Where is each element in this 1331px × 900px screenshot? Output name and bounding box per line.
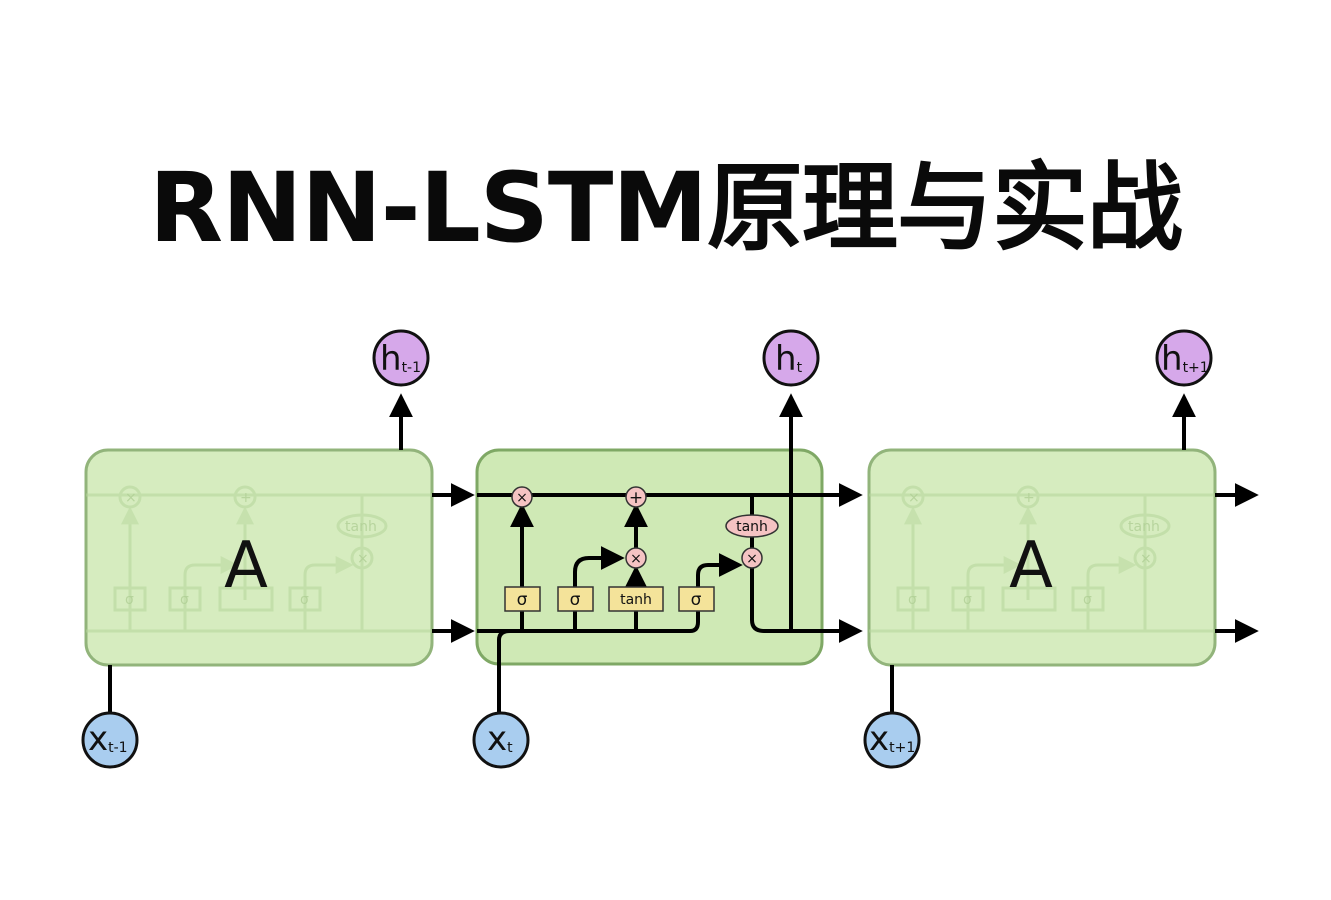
cell-right: × + tanh × σ σ σ A: [867, 448, 1217, 667]
input-multiply-node: [625, 547, 647, 569]
cell-right-label: A: [1009, 529, 1053, 603]
forget-gate-label: σ: [517, 590, 528, 610]
candidate-gate-box: [608, 586, 664, 612]
input-gate-label: σ: [570, 590, 581, 610]
ghost-sigma-4: σ: [300, 592, 309, 608]
output-multiply-symbol: ×: [746, 551, 758, 567]
output-gate-label: σ: [691, 590, 702, 610]
cell-left: × + tanh × σ σ σ A: [84, 448, 434, 667]
ghost-multiply-2: ×: [357, 551, 369, 567]
forget-multiply-symbol: ×: [516, 490, 528, 506]
output-hidden-line: [750, 568, 863, 643]
ghost-r-tanh: tanh: [1128, 519, 1160, 535]
output-node-label: ht+1: [1161, 339, 1209, 379]
ghost-sigma-1: σ: [125, 592, 134, 608]
ghost-r-multiply-1: ×: [908, 490, 920, 506]
output-node-h-t-minus-1: ht-1: [372, 329, 430, 387]
output-tanh-node: [725, 514, 779, 538]
output-multiply-node: [741, 547, 763, 569]
cell-left-ghost-labels: × + tanh × σ σ σ: [125, 490, 377, 608]
output-node-label: ht-1: [380, 339, 421, 379]
ghost-add: +: [240, 490, 252, 506]
ghost-r-sigma-1: σ: [908, 592, 917, 608]
input-gate-box: [557, 586, 594, 612]
input-node-label: xt: [487, 719, 513, 759]
forget-multiply-node: [511, 486, 533, 508]
ghost-sigma-2: σ: [180, 592, 189, 608]
output-tanh-label: tanh: [736, 519, 768, 535]
input-node-label: xt+1: [869, 719, 915, 759]
candidate-gate-label: tanh: [620, 592, 652, 608]
input-node-x-t-minus-1: xt-1: [81, 711, 139, 769]
output-node-h-t-plus-1: ht+1: [1155, 329, 1213, 387]
ghost-r-add: +: [1023, 490, 1035, 506]
input-multiply-symbol: ×: [630, 551, 642, 567]
cell-middle: × + × tanh × σ σ tanh σ: [475, 393, 863, 713]
forget-gate-box: [504, 586, 541, 612]
input-xt-line: [497, 629, 511, 713]
ghost-multiply-1: ×: [125, 490, 137, 506]
ghost-r-sigma-4: σ: [1083, 592, 1092, 608]
add-node: [625, 486, 647, 508]
cell-right-ghost-internals: [869, 485, 1215, 633]
output-gate-box: [678, 586, 715, 612]
output-node-h-t: ht: [762, 329, 820, 387]
add-symbol: +: [629, 488, 643, 508]
input-node-x-t-plus-1: xt+1: [863, 711, 921, 769]
cell-left-label: A: [224, 529, 268, 603]
cell-left-ghost-internals: [86, 485, 432, 633]
cell-right-ghost-labels: × + tanh × σ σ σ: [908, 490, 1160, 608]
ghost-tanh: tanh: [345, 519, 377, 535]
input-gate-line: [573, 546, 625, 631]
input-node-label: xt-1: [88, 719, 128, 759]
output-node-label: ht: [775, 339, 803, 379]
input-node-x-t: xt: [472, 711, 530, 769]
ghost-r-sigma-2: σ: [963, 592, 972, 608]
ghost-r-multiply-2: ×: [1140, 551, 1152, 567]
page-title: RNN-LSTM原理与实战: [149, 152, 1183, 264]
